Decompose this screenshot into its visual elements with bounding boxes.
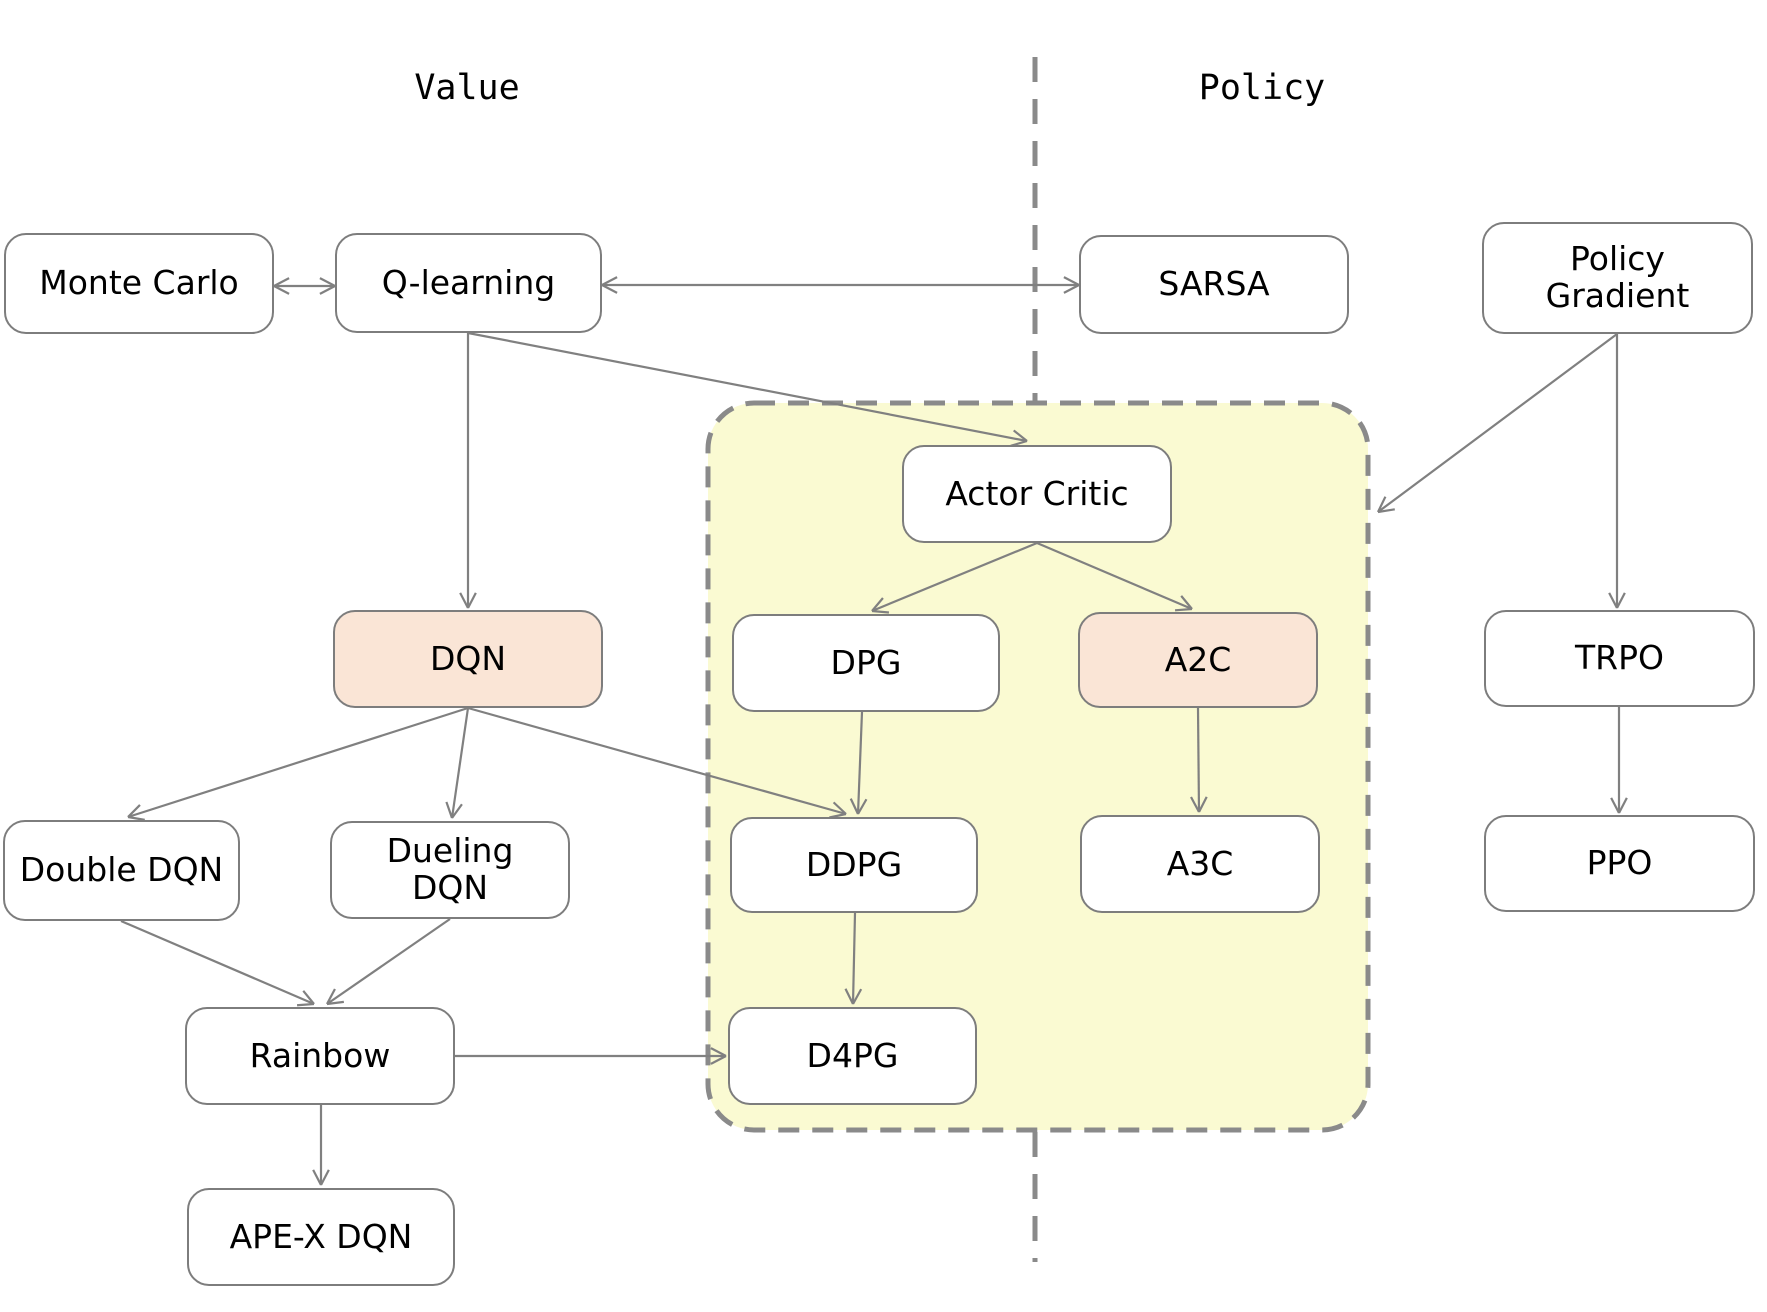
node-double-dqn: Double DQN	[3, 820, 240, 921]
arrow-lines	[120, 276, 1628, 1186]
node-dueling-dqn: Dueling DQN	[330, 821, 570, 919]
node-a2c: A2C	[1078, 612, 1318, 708]
node-sarsa: SARSA	[1079, 235, 1349, 334]
node-actor-critic: Actor Critic	[902, 445, 1172, 543]
node-q-learning: Q-learning	[335, 233, 602, 333]
node-d4pg: D4PG	[728, 1007, 977, 1105]
node-a3c: A3C	[1080, 815, 1320, 913]
node-dpg: DPG	[732, 614, 1000, 712]
node-ddpg: DDPG	[730, 817, 978, 913]
node-dqn: DQN	[333, 610, 603, 708]
node-rainbow: Rainbow	[185, 1007, 455, 1105]
actor-critic-group-region	[705, 400, 1371, 1133]
node-apex-dqn: APE-X DQN	[187, 1188, 455, 1286]
policy-section-title: Policy	[1198, 68, 1326, 108]
value-section-title: Value	[414, 68, 520, 108]
node-ppo: PPO	[1484, 815, 1755, 912]
node-monte-carlo: Monte Carlo	[4, 233, 274, 334]
node-policy-gradient: Policy Gradient	[1482, 222, 1753, 334]
node-trpo: TRPO	[1484, 610, 1755, 707]
